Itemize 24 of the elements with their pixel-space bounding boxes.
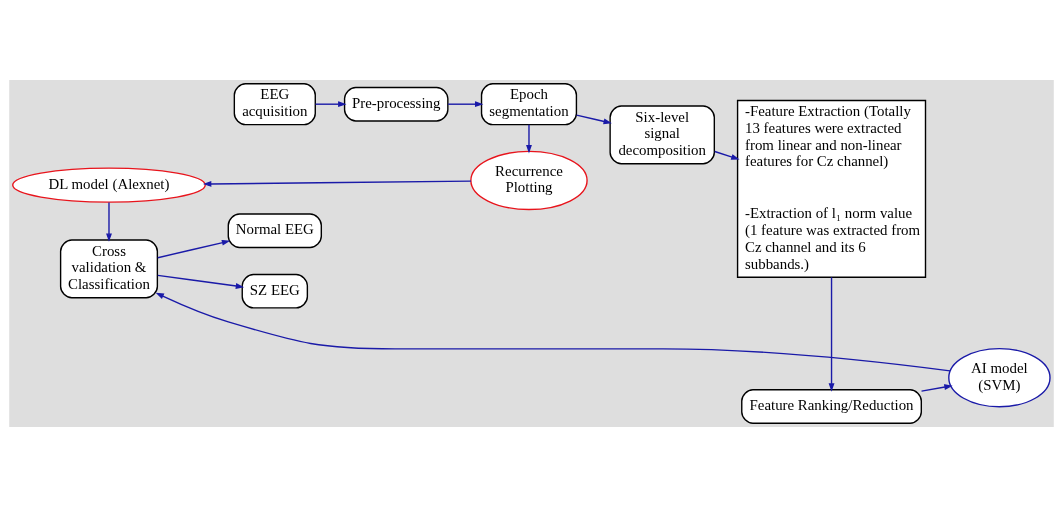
arrow: [314, 100, 347, 107]
arrow: [157, 239, 231, 258]
arrow: [526, 123, 532, 153]
node-ellipse: Recurrence Plotting: [470, 150, 588, 210]
arrow: [106, 201, 112, 242]
node-ellipse: DL model (Alexnet): [12, 166, 206, 203]
arrow: [447, 100, 484, 107]
node-box: Pre-processing: [343, 86, 449, 122]
node-box: Cross validation & Classification: [59, 238, 159, 298]
node-box: Epoch segmentation: [480, 82, 578, 125]
arrow: [575, 113, 612, 124]
arrow: [828, 276, 835, 392]
node-box: -Feature Extraction (Totally 13 features were extracted from linear and non-linear features for Cz channel) -Extraction of l₁ norm value (1 feature was extracted from Cz channel and its 6 subbands.): [736, 99, 927, 278]
arrow: [155, 292, 951, 372]
arrow: [157, 274, 245, 289]
node-box: SZ EEG: [241, 273, 309, 309]
arrow: [920, 383, 953, 392]
arrow: [202, 179, 472, 187]
node-box: Normal EEG: [227, 212, 322, 248]
node-ellipse: AI model (SVM): [948, 347, 1051, 407]
arrow: [714, 150, 740, 160]
node-box: EEG acquisition: [233, 82, 316, 125]
node-box: Six-level signal decomposition: [609, 104, 716, 164]
node-box: Feature Ranking/Reduction: [741, 388, 922, 424]
